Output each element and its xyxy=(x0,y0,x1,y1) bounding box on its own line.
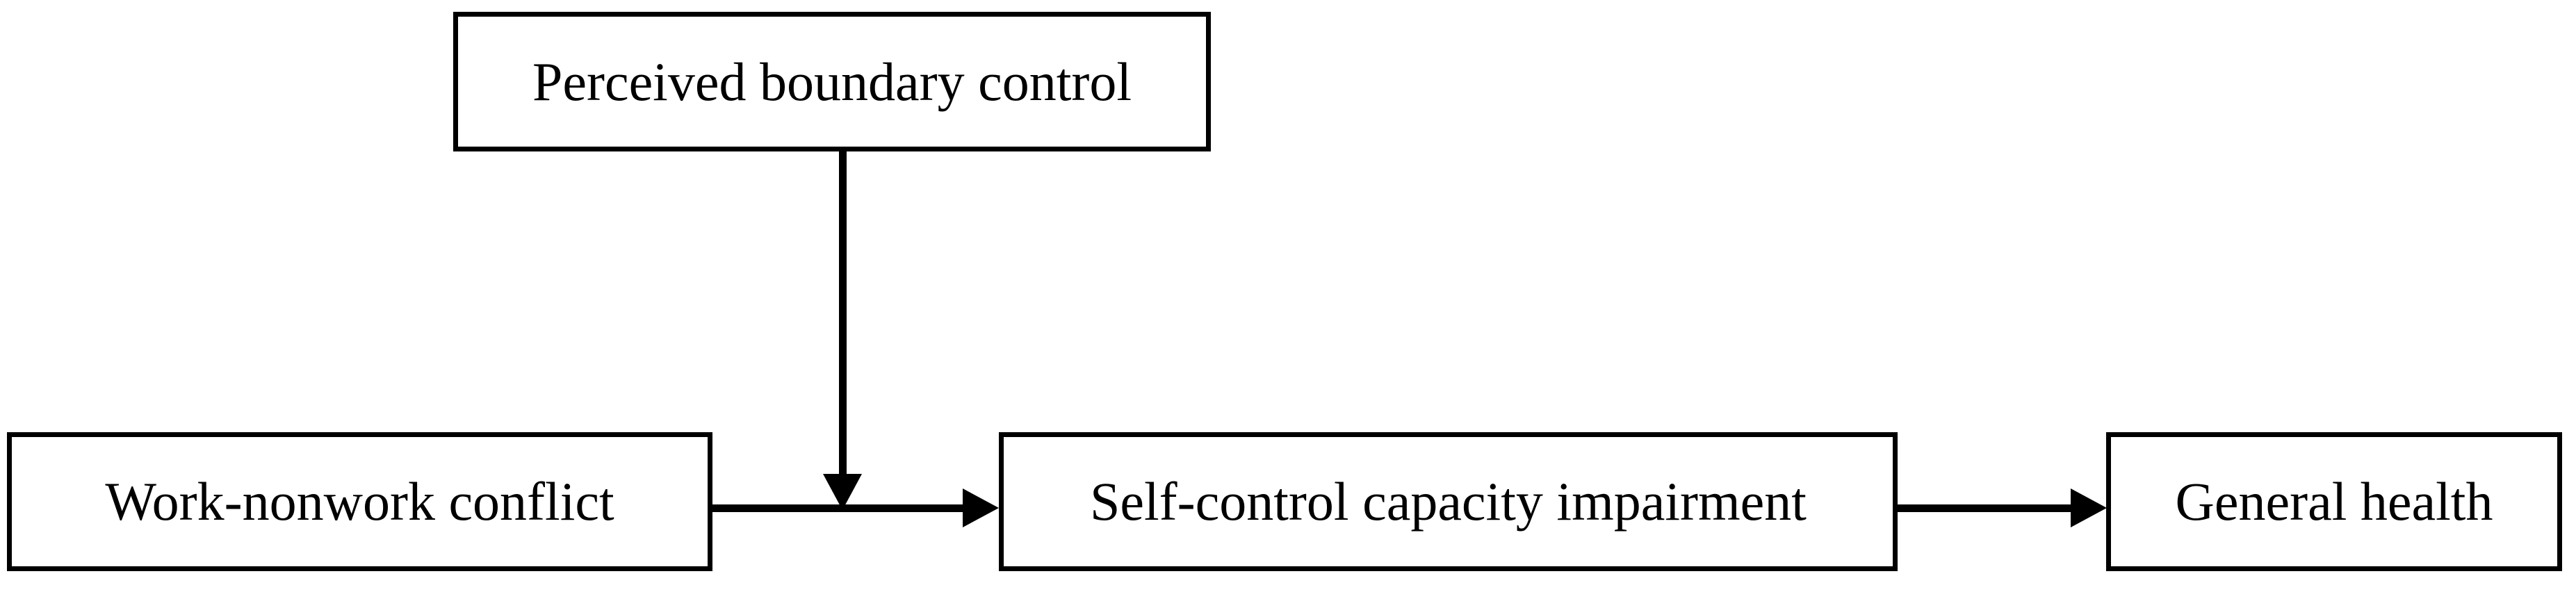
node-label-perceived-boundary-control: Perceived boundary control xyxy=(532,51,1132,112)
edge-boundary-control-moderator-line xyxy=(839,151,847,478)
node-self-control-capacity-impairment[interactable]: Self-control capacity impairment xyxy=(999,432,1898,571)
edge-conflict-to-impairment-arrowhead xyxy=(963,488,999,527)
edge-boundary-control-moderator-arrowhead xyxy=(823,474,862,510)
node-work-nonwork-conflict[interactable]: Work-nonwork conflict xyxy=(7,432,712,571)
edge-impairment-to-health-line xyxy=(1898,504,2073,512)
node-label-self-control-capacity-impairment: Self-control capacity impairment xyxy=(1090,471,1807,532)
node-label-work-nonwork-conflict: Work-nonwork conflict xyxy=(105,471,614,532)
edge-impairment-to-health-arrowhead xyxy=(2071,488,2107,527)
node-general-health[interactable]: General health xyxy=(2106,432,2562,571)
node-label-general-health: General health xyxy=(2175,471,2493,532)
node-perceived-boundary-control[interactable]: Perceived boundary control xyxy=(453,12,1211,151)
